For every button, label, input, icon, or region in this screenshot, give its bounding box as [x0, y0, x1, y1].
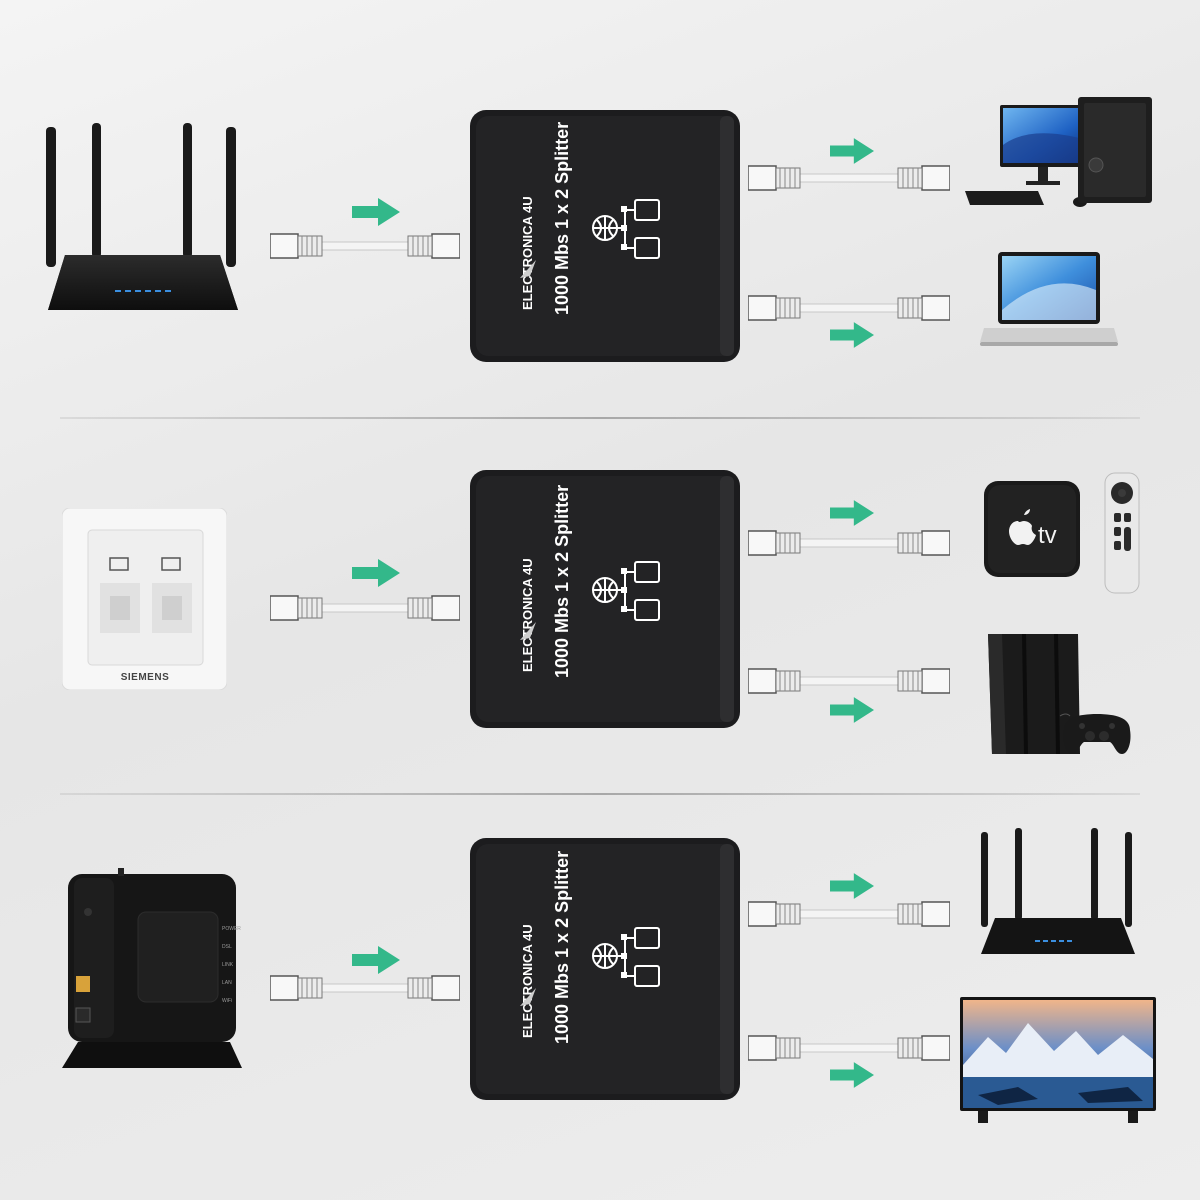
wall-socket-icon: SIEMENS — [62, 508, 227, 690]
ethernet-cable-icon — [748, 165, 950, 191]
splitter-brand-label: ELECTRONICA 4U — [520, 558, 535, 672]
arrow-right-icon — [830, 697, 874, 723]
splitter-device: ELECTRONICA 4U 1000 Mbs 1 x 2 Splitter — [470, 838, 740, 1100]
ethernet-cable-icon — [270, 595, 460, 621]
modem-led-label: LINK — [222, 962, 234, 968]
ethernet-cable-icon — [748, 530, 950, 556]
ethernet-cable-icon — [748, 295, 950, 321]
laptop-icon — [980, 252, 1118, 346]
wifi-router-icon — [46, 123, 238, 310]
splitter-model-label: 1000 Mbs 1 x 2 Splitter — [552, 485, 572, 678]
section-divider — [60, 417, 1140, 419]
remote-control-icon — [1104, 472, 1140, 594]
ethernet-cable-icon — [270, 975, 460, 1001]
arrow-right-icon — [830, 322, 874, 348]
wall-plate-brand: SIEMENS — [121, 672, 170, 683]
scene-router-to-pc-laptop: ELECTRONICA 4U 1000 Mbs 1 x 2 Splitter — [0, 0, 1200, 410]
splitter-brand-label: ELECTRONICA 4U — [520, 924, 535, 1038]
arrow-right-icon — [352, 198, 400, 226]
arrow-right-icon — [830, 500, 874, 526]
ethernet-cable-icon — [270, 233, 460, 259]
arrow-right-icon — [830, 138, 874, 164]
modem-led-label: LAN — [222, 980, 232, 986]
splitter-model-label: 1000 Mbs 1 x 2 Splitter — [552, 851, 572, 1044]
modem-led-label: POWER — [222, 926, 241, 932]
modem-led-label: WiFi — [222, 998, 232, 1004]
arrow-right-icon — [352, 946, 400, 974]
splitter-device: ELECTRONICA 4U 1000 Mbs 1 x 2 Splitter — [470, 110, 740, 362]
desktop-computer-icon — [965, 97, 1152, 207]
scene-modem-to-router-tv: POWER DSL LINK LAN WiFi — [0, 800, 1200, 1200]
television-icon — [960, 997, 1156, 1123]
splitter-model-label: 1000 Mbs 1 x 2 Splitter — [552, 122, 572, 315]
ethernet-cable-icon — [748, 668, 950, 694]
wifi-router-icon — [981, 828, 1135, 954]
modem-led-label: DSL — [222, 944, 232, 950]
apple-tv-label: tv — [1038, 522, 1057, 549]
modem-icon: POWER DSL LINK LAN WiFi — [62, 868, 242, 1068]
apple-tv-icon: tv — [984, 481, 1080, 577]
ethernet-cable-icon — [748, 901, 950, 927]
ethernet-cable-icon — [748, 1035, 950, 1061]
splitter-device: ELECTRONICA 4U 1000 Mbs 1 x 2 Splitter — [470, 470, 740, 728]
arrow-right-icon — [830, 873, 874, 899]
arrow-right-icon — [830, 1062, 874, 1088]
splitter-brand-label: ELECTRONICA 4U — [520, 196, 535, 310]
scene-wallplate-to-appletv-console: SIEMENS ELECTRONICA 4U 1000 Mbs 1 x 2 Sp… — [0, 425, 1200, 785]
section-divider — [60, 793, 1140, 795]
arrow-right-icon — [352, 559, 400, 587]
game-console-icon — [988, 634, 1131, 754]
